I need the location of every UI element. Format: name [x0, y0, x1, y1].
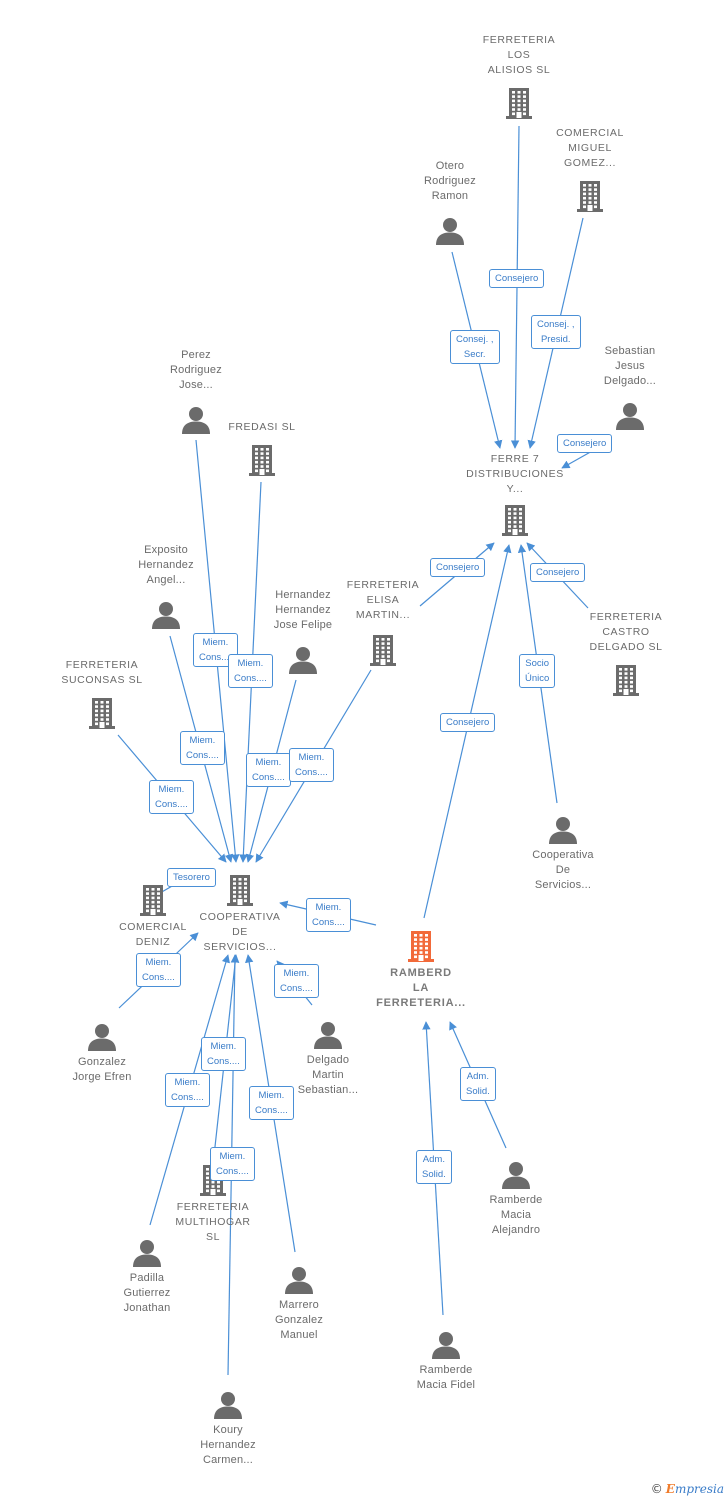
edge-label-otero-to-ferre7[interactable]: Consej. , Secr. — [450, 330, 500, 364]
edge-label-sebastian-to-ferre7[interactable]: Consejero — [557, 434, 613, 453]
copyright-symbol: © — [650, 1482, 663, 1496]
edge-label-ferreteria_castro-to-ferre7[interactable]: Consejero — [530, 563, 586, 582]
node-label: Ramberde Macia Fidel — [416, 1364, 476, 1391]
node-label: FERRE 7 DISTRIBUCIONES Y... — [466, 453, 564, 495]
node-label: COOPERATIVA DE SERVICIOS... — [199, 911, 281, 953]
edge-label-marrero-to-cooperativa[interactable]: Miem. Cons.... — [249, 1086, 294, 1120]
person-icon — [214, 1392, 242, 1419]
person-icon — [152, 602, 180, 629]
building-icon — [370, 635, 396, 666]
node-label: FERRETERIA LOS ALISIOS SL — [482, 34, 556, 76]
building-icon — [408, 931, 434, 962]
person-icon — [182, 407, 210, 434]
edge-label-ramberde_fidel-to-ramberd[interactable]: Adm. Solid. — [416, 1150, 452, 1184]
node-label: Ramberde Macia Alejandro — [489, 1194, 543, 1236]
person-icon — [432, 1332, 460, 1359]
person-icon — [88, 1024, 116, 1051]
empresia-brand[interactable]: ©Empresia — [651, 1482, 724, 1496]
node-label: Gonzalez Jorge Efren — [72, 1056, 132, 1083]
person-icon — [616, 403, 644, 430]
brand-name: mpresia — [674, 1482, 724, 1496]
edge-label-multihogar-to-cooperativa[interactable]: Miem. Cons.... — [210, 1147, 255, 1181]
node-label: Otero Rodriguez Ramon — [424, 160, 476, 202]
edge-label-koury-to-cooperativa[interactable]: Miem. Cons.... — [201, 1037, 246, 1071]
edge-label-ramberd-to-ferre7[interactable]: Consejero — [440, 713, 496, 732]
edge-label-padilla-to-cooperativa[interactable]: Miem. Cons.... — [165, 1073, 210, 1107]
person-icon — [289, 647, 317, 674]
edge-label-exposito-to-cooperativa[interactable]: Miem. Cons.... — [180, 731, 225, 765]
node-label: Hernandez Hernandez Jose Felipe — [273, 589, 333, 631]
building-icon — [502, 505, 528, 536]
node-label: FREDASI SL — [228, 421, 296, 433]
building-icon — [249, 445, 275, 476]
edge-label-alisios-to-ferre7[interactable]: Consejero — [489, 269, 545, 288]
building-icon — [227, 875, 253, 906]
edge-label-perez-to-cooperativa[interactable]: Miem. Cons.... — [193, 633, 238, 667]
edge-label-ramberde_alejandro-to-ramberd[interactable]: Adm. Solid. — [460, 1067, 496, 1101]
person-icon — [133, 1240, 161, 1267]
edge-label-suconsas-to-cooperativa[interactable]: Miem. Cons.... — [149, 780, 194, 814]
person-icon — [549, 817, 577, 844]
edge-label-comercial_deniz-to-cooperativa[interactable]: Tesorero — [167, 868, 216, 887]
node-label: Sebastian Jesus Delgado... — [603, 345, 657, 387]
building-icon — [89, 698, 115, 729]
node-label: Cooperativa De Servicios... — [532, 849, 594, 891]
edge-label-hernandez-to-cooperativa[interactable]: Miem. Cons.... — [246, 753, 291, 787]
node-label: Marrero Gonzalez Manuel — [274, 1299, 324, 1341]
edge-label-fredasi-to-cooperativa[interactable]: Miem. Cons.... — [228, 654, 273, 688]
node-label: RAMBERD LA FERRETERIA... — [376, 967, 466, 1009]
building-icon — [140, 885, 166, 916]
edge-label-gonzalez-to-cooperativa[interactable]: Miem. Cons.... — [136, 953, 181, 987]
edge-label-delgado-to-cooperativa[interactable]: Miem. Cons.... — [274, 964, 319, 998]
node-label: FERRETERIA CASTRO DELGADO SL — [589, 611, 663, 653]
edge-label-ferreteria_elisa-to-ferre7[interactable]: Consejero — [430, 558, 486, 577]
person-icon — [436, 218, 464, 245]
node-label: Koury Hernandez Carmen... — [200, 1424, 256, 1466]
brand-initial: E — [665, 1482, 675, 1496]
person-icon — [314, 1022, 342, 1049]
edge-label-ferreteria_elisa-to-cooperativa[interactable]: Miem. Cons.... — [289, 748, 334, 782]
node-label: COMERCIAL MIGUEL GOMEZ... — [556, 127, 624, 169]
edge-label-cooperativa_person-to-ferre7[interactable]: Socio Único — [519, 654, 556, 688]
node-label: Perez Rodriguez Jose... — [170, 349, 222, 391]
building-icon — [506, 88, 532, 119]
person-icon — [502, 1162, 530, 1189]
node-label: Delgado Martin Sebastian... — [297, 1054, 359, 1096]
node-label: FERRETERIA ELISA MARTIN... — [346, 579, 420, 621]
node-label: FERRETERIA MULTIHOGAR SL — [175, 1201, 251, 1243]
building-icon — [613, 665, 639, 696]
node-label: FERRETERIA SUCONSAS SL — [61, 659, 143, 686]
person-icon — [285, 1267, 313, 1294]
edge-label-ramberd-to-cooperativa[interactable]: Miem. Cons.... — [306, 898, 351, 932]
edge-label-comercial_miguel-to-ferre7[interactable]: Consej. , Presid. — [531, 315, 581, 349]
building-icon — [577, 181, 603, 212]
node-label: Padilla Gutierrez Jonathan — [123, 1272, 171, 1314]
node-label: Exposito Hernandez Angel... — [138, 544, 194, 586]
